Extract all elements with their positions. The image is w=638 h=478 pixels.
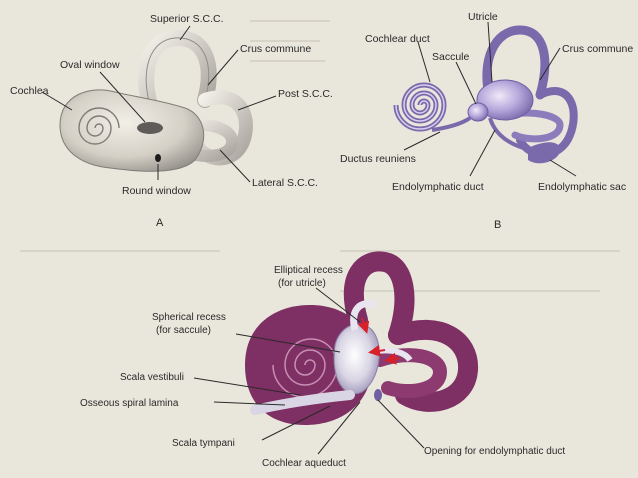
label-lateral-scc: Lateral S.C.C. xyxy=(252,177,318,189)
label-elliptical-recess: Elliptical recess xyxy=(274,265,343,276)
saccule-shape xyxy=(467,102,489,122)
panel-letter-a: A xyxy=(156,217,164,229)
scala-tube xyxy=(250,390,355,415)
label-saccule: Saccule xyxy=(432,51,470,63)
label-crus-commune-b: Crus commune xyxy=(562,43,633,55)
round-window-shape xyxy=(155,154,161,162)
membranous-lateral-canal xyxy=(506,109,564,143)
cochlea-spiral xyxy=(78,107,120,145)
osseous-posterior-canal xyxy=(388,320,479,412)
label-spherical-recess: Spherical recess xyxy=(152,312,226,323)
osseous-superior-canal xyxy=(343,251,415,345)
endolymphatic-duct-shape xyxy=(488,117,531,152)
label-cochlear-aqueduct: Cochlear aqueduct xyxy=(262,458,346,469)
panel-a-bony-labyrinth: Superior S.C.C. Crus commune Oval window… xyxy=(10,13,333,229)
vestibule-cutaway xyxy=(333,323,380,395)
label-post-scc: Post S.C.C. xyxy=(278,88,333,100)
label-endolymphatic-duct: Endolymphatic duct xyxy=(392,181,484,193)
label-ductus-reuniens: Ductus reuniens xyxy=(340,153,416,165)
label-scala-vestibuli: Scala vestibuli xyxy=(120,372,184,383)
endolymphatic-sac-shape xyxy=(528,142,560,164)
label-opening-endolymphatic-duct: Opening for endolymphatic duct xyxy=(424,446,565,457)
label-osseous-spiral-lamina: Osseous spiral lamina xyxy=(80,398,179,409)
label-scala-tympani: Scala tympani xyxy=(172,438,235,449)
label-crus-commune-a: Crus commune xyxy=(240,43,311,55)
label-round-window: Round window xyxy=(122,185,191,197)
utricle-shape xyxy=(476,79,534,121)
oval-window-shape xyxy=(137,122,163,134)
label-utricle: Utricle xyxy=(468,11,498,23)
label-cochlea: Cochlea xyxy=(10,85,49,97)
panel-c-osseous-labyrinth: Elliptical recess (for utricle) Spherica… xyxy=(80,251,565,469)
label-cochlear-duct: Cochlear duct xyxy=(365,33,430,45)
label-spherical-recess-for-saccule: (for saccule) xyxy=(156,325,211,336)
label-endolymphatic-sac: Endolymphatic sac xyxy=(538,181,626,193)
membranous-superior-canal xyxy=(482,25,550,105)
label-superior-scc: Superior S.C.C. xyxy=(150,13,224,25)
osseous-cochlea-spiral xyxy=(272,338,338,398)
panel-letter-b: B xyxy=(494,219,501,231)
cochlea-vestibule-body xyxy=(59,89,205,172)
panel-b-membranous-labyrinth: Utricle Cochlear duct Saccule Crus commu… xyxy=(340,11,633,231)
label-elliptical-recess-for-utricle: (for utricle) xyxy=(278,278,326,289)
background-page-texture xyxy=(20,20,620,292)
label-oval-window: Oval window xyxy=(60,59,120,71)
